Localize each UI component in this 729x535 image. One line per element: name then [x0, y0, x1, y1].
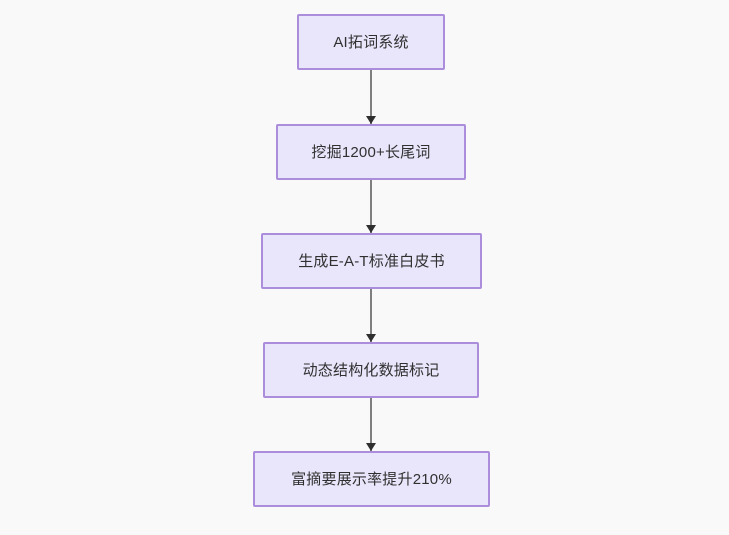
arrowhead-down-icon	[366, 443, 376, 451]
flow-node-rich-snippet-impression-lift[interactable]: 富摘要展示率提升210%	[253, 451, 490, 507]
arrowhead-down-icon	[366, 225, 376, 233]
edge-node1-to-node2	[361, 70, 381, 124]
edge-line	[370, 180, 372, 233]
flow-node-ai-keyword-expansion-system[interactable]: AI拓词系统	[297, 14, 445, 70]
flow-node-label: AI拓词系统	[333, 33, 409, 51]
edge-node2-to-node3	[361, 180, 381, 233]
arrowhead-down-icon	[366, 116, 376, 124]
flow-node-mine-longtail-keywords[interactable]: 挖掘1200+长尾词	[276, 124, 466, 180]
arrowhead-down-icon	[366, 334, 376, 342]
flow-node-dynamic-structured-data-markup[interactable]: 动态结构化数据标记	[263, 342, 479, 398]
edge-line	[370, 70, 372, 124]
edge-node3-to-node4	[361, 289, 381, 342]
flow-node-label: 动态结构化数据标记	[302, 361, 440, 379]
flow-node-label: 挖掘1200+长尾词	[311, 143, 431, 161]
edge-node4-to-node5	[361, 398, 381, 451]
flow-node-generate-eat-whitepaper[interactable]: 生成E-A-T标准白皮书	[261, 233, 482, 289]
edge-line	[370, 398, 372, 451]
edge-line	[370, 289, 372, 342]
flow-node-label: 富摘要展示率提升210%	[291, 470, 452, 488]
flow-node-label: 生成E-A-T标准白皮书	[298, 252, 445, 270]
